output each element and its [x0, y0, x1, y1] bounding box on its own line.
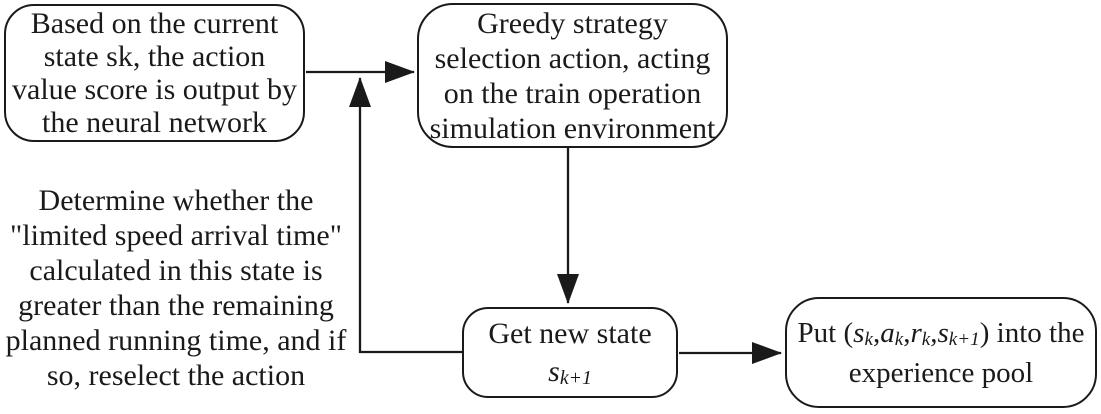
node-get-new-state: Get new state sk+1 — [462, 307, 678, 398]
formula-text: , — [903, 316, 911, 349]
note-text-line: so, reselect the action — [46, 359, 306, 392]
var-s-subscript: k — [864, 328, 873, 350]
node-text-line: on the train operation — [443, 76, 702, 110]
node-text-line: Greedy strategy — [477, 6, 668, 40]
var-s: s — [853, 316, 865, 349]
node-text-line: simulation environment — [429, 111, 716, 145]
node-text-line: Based on the current — [30, 7, 279, 40]
var-a: a — [880, 316, 895, 349]
node-text-line: value score is output by — [12, 73, 297, 106]
node-text-line: selection action, acting — [434, 41, 711, 75]
var-a-subscript: k — [894, 328, 904, 350]
node-text-line: state sk, the action — [43, 40, 266, 73]
state-symbol: s — [548, 354, 560, 388]
state-subscript: k+1 — [559, 366, 592, 389]
node-greedy-strategy: Greedy strategy selection action, acting… — [417, 3, 728, 148]
node-action-value-output: Based on the current state sk, the actio… — [4, 4, 305, 142]
node-experience-pool: Put (sk,ak,rk,sk+1) into the experience … — [785, 297, 1097, 408]
note-reselect-condition: Determine whether the "limited speed arr… — [0, 183, 352, 393]
note-text-line: Determine whether the — [38, 184, 314, 217]
formula-text: Put ( — [797, 316, 854, 349]
formula-text: , — [930, 316, 938, 349]
note-text-line: greater than the remaining — [18, 289, 334, 322]
node-text-line: experience pool — [848, 356, 1034, 389]
note-text-line: planned running time, and if — [5, 324, 347, 357]
arrow-reselect-feedback — [349, 77, 462, 354]
note-text-line: calculated in this state is — [29, 254, 323, 287]
node-text-line: the neural network — [42, 106, 267, 139]
formula-text: ) into the — [979, 316, 1085, 349]
tuple-formula: Put (sk,ak,rk,sk+1) into the — [798, 313, 1085, 353]
var-s-next: s — [937, 316, 949, 349]
note-text-line: "limited speed arrival time" — [10, 219, 342, 252]
state-formula: sk+1 — [548, 353, 592, 391]
formula-text: , — [872, 316, 881, 349]
node-text-line: Get new state — [488, 316, 652, 350]
var-s-next-subscript: k+1 — [948, 328, 980, 350]
var-r-subscript: k — [921, 328, 931, 350]
var-r: r — [910, 316, 922, 349]
